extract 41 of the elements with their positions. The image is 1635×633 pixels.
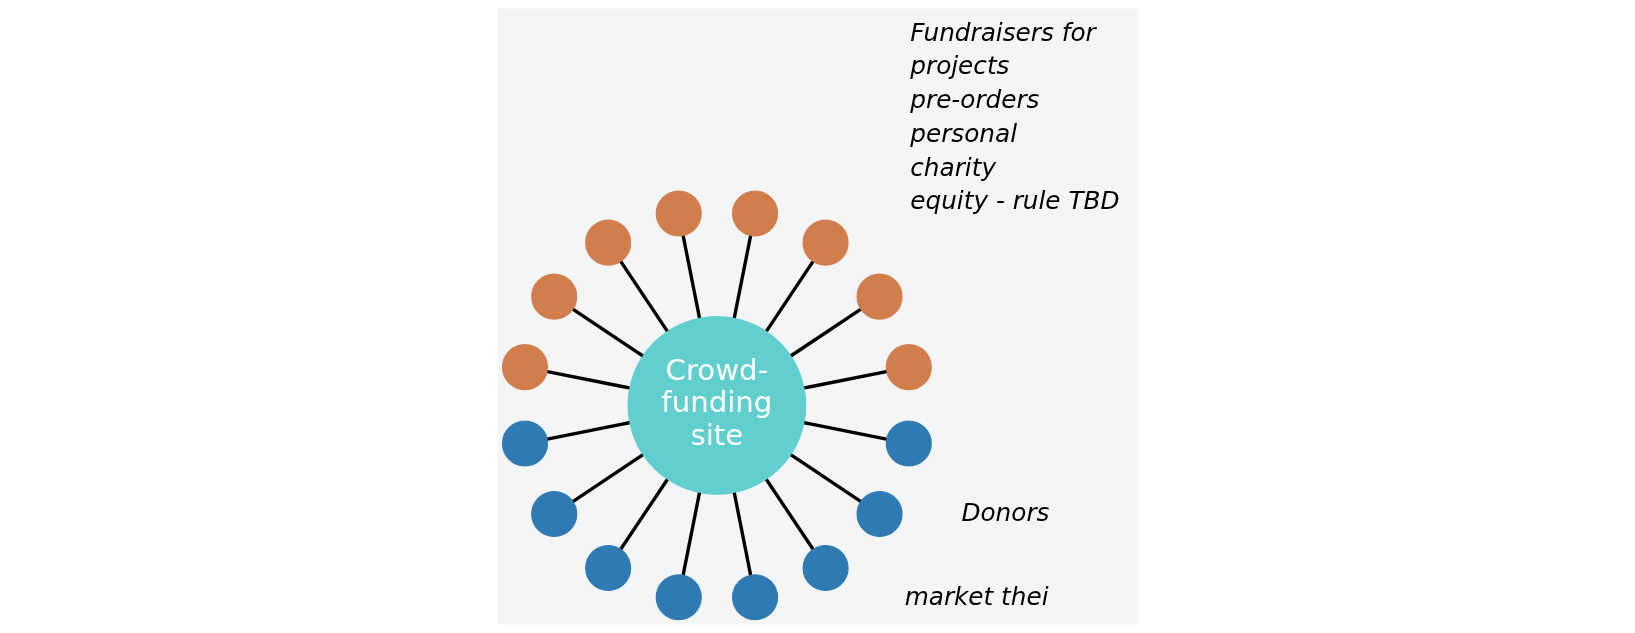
connector: [618, 478, 669, 550]
node-circle: [501, 344, 548, 391]
node-circle: Crowd- funding site: [627, 315, 806, 495]
node-circle: [731, 190, 778, 237]
label: Fundraisers for: [909, 17, 1096, 47]
node-circle: [584, 544, 631, 592]
node-circle: [885, 344, 932, 391]
connector: [618, 260, 669, 333]
node-circle: [501, 420, 548, 467]
connector: [546, 421, 630, 441]
connector: [732, 492, 752, 576]
node-circle: [584, 219, 631, 266]
node-circle: [731, 574, 778, 621]
connector: [803, 369, 887, 390]
node-circle: [885, 420, 932, 467]
node-circle: [856, 273, 903, 320]
label: projects: [909, 51, 1010, 81]
connector: [681, 492, 701, 576]
connector: [732, 235, 752, 319]
node-circle: [802, 544, 849, 592]
label: equity - rule TBD: [909, 186, 1120, 216]
connector: [764, 260, 814, 333]
label: charity: [909, 152, 996, 182]
connector: [546, 369, 630, 390]
connector: [571, 453, 644, 503]
node-circle: [530, 273, 577, 320]
node-circle: [655, 574, 702, 621]
connector: [803, 421, 887, 441]
node-circle: [655, 190, 702, 237]
node-circle: [856, 491, 903, 538]
label: market thei: [904, 582, 1049, 612]
label: personal: [909, 118, 1017, 148]
connector: [681, 235, 701, 319]
connector: [789, 453, 861, 503]
label: Donors: [960, 497, 1049, 527]
node-circle: [802, 219, 849, 266]
node-circle: [530, 491, 577, 538]
label: pre-orders: [909, 85, 1040, 115]
connector: [571, 307, 644, 358]
connector: [789, 307, 861, 358]
connector: [764, 478, 814, 550]
